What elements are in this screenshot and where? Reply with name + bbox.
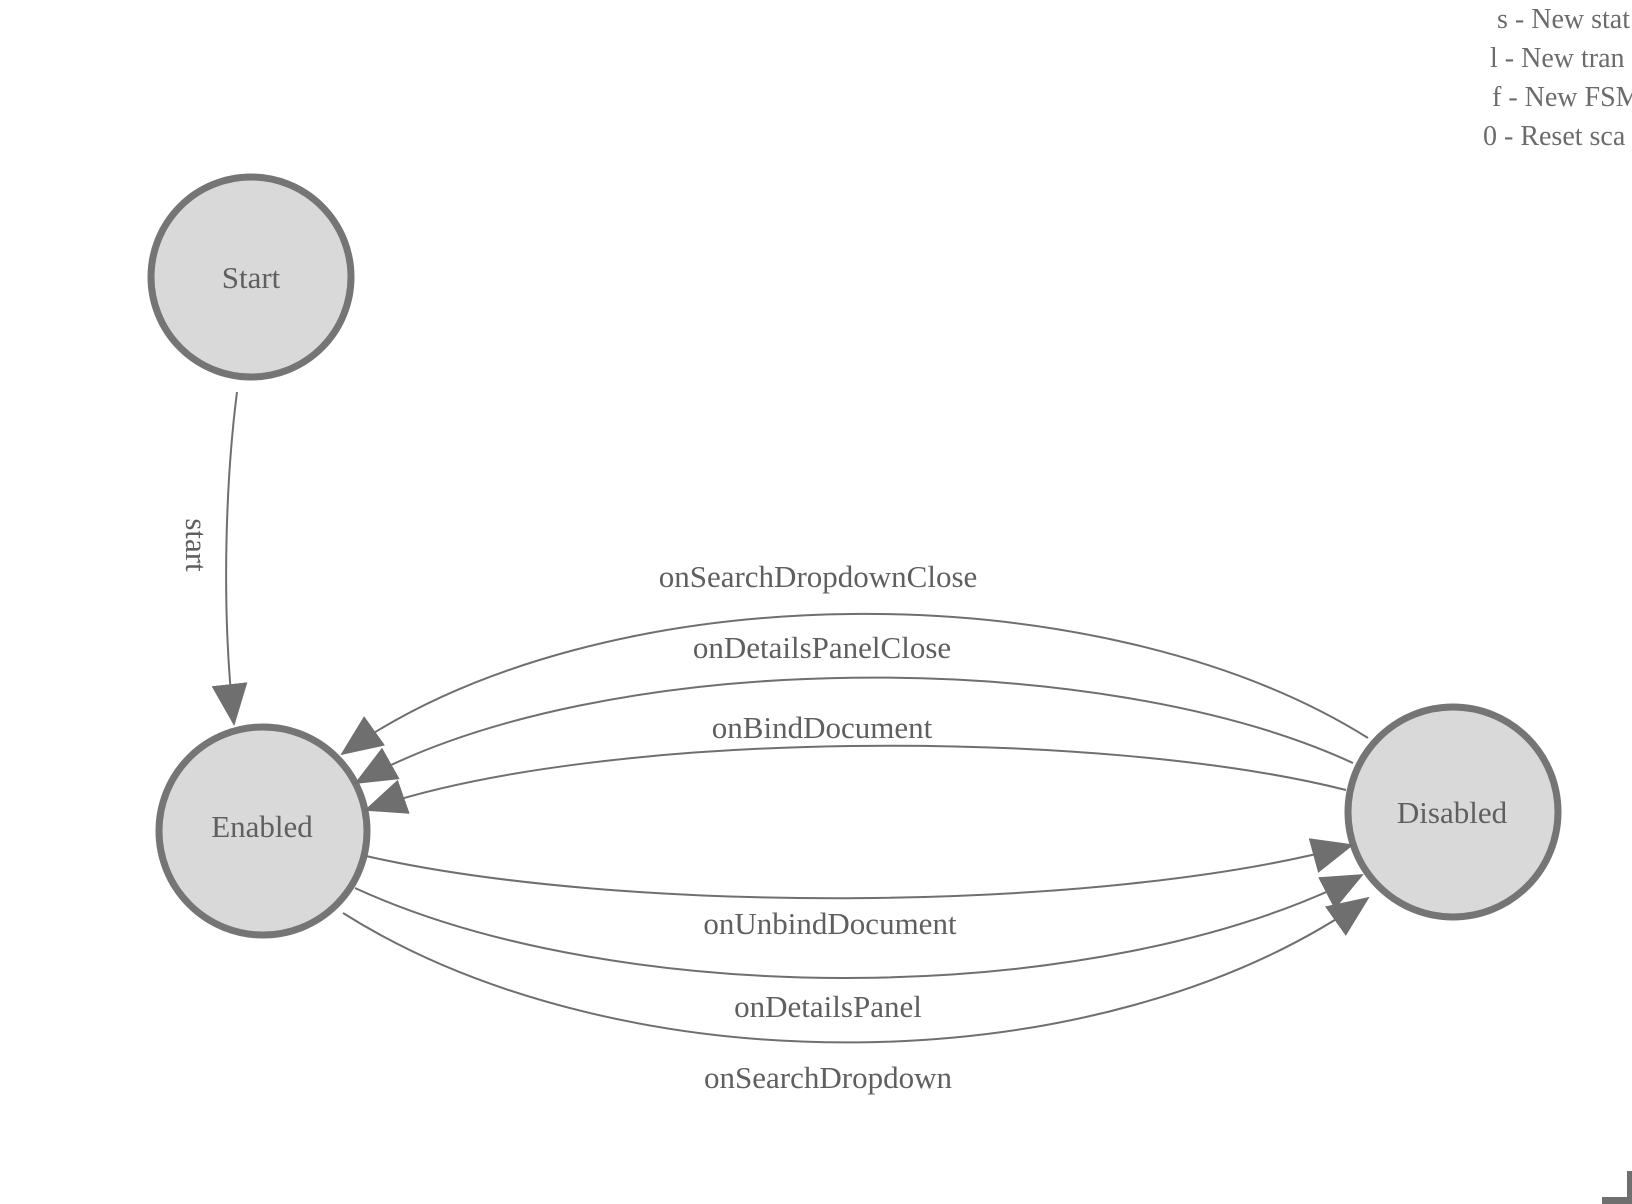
state-node-start[interactable]: [147, 173, 355, 381]
edge-on-bind-document-group: onBindDocument: [364, 710, 1347, 814]
state-label-disabled: Disabled: [1397, 795, 1508, 830]
state-node-disabled-group: Disabled: [1344, 703, 1562, 921]
state-label-enabled: Enabled: [211, 809, 313, 844]
edge-on-search-dropdown-group: onSearchDropdown: [342, 896, 1370, 1095]
edge-label-on-unbind-document: onUnbindDocument: [703, 906, 957, 941]
legend-line-new-transition: l - New tran: [1490, 43, 1625, 74]
edge-on-search-dropdown: [342, 896, 1370, 1044]
edge-on-search-dropdown-close-group: onSearchDropdownClose: [340, 559, 1369, 756]
state-node-start-group: Start: [147, 173, 355, 381]
legend-line-new-state: s - New stat: [1497, 4, 1630, 35]
canvas-corner-mark: [1602, 1171, 1632, 1204]
edge-start: [211, 391, 248, 726]
edge-on-unbind-document-group: onUnbindDocument: [365, 838, 1354, 941]
edge-on-details-panel-close-group: onDetailsPanelClose: [354, 630, 1354, 784]
canvas-corner-horizontal: [1602, 1197, 1632, 1204]
state-node-enabled[interactable]: [155, 723, 371, 939]
canvas-corner-vertical: [1627, 1171, 1632, 1204]
edge-on-details-panel: [354, 874, 1364, 979]
edge-on-details-panel-close: [354, 676, 1354, 784]
legend-line-reset: 0 - Reset sca: [1483, 121, 1626, 152]
edge-on-bind-document: [364, 744, 1347, 814]
edge-on-search-dropdown-close: [340, 613, 1369, 756]
legend: s - New stat l - New tran f - New FSM 0 …: [1483, 4, 1632, 152]
edge-start-group: start: [179, 391, 248, 726]
edge-on-unbind-document: [365, 838, 1354, 900]
edge-label-on-details-panel-close: onDetailsPanelClose: [693, 630, 951, 665]
edge-label-on-details-panel: onDetailsPanel: [734, 989, 922, 1024]
edge-label-on-search-dropdown-close: onSearchDropdownClose: [659, 559, 978, 594]
state-label-start: Start: [222, 260, 281, 295]
edge-label-on-bind-document: onBindDocument: [712, 710, 933, 745]
edge-label-on-search-dropdown: onSearchDropdown: [704, 1060, 952, 1095]
state-node-enabled-group: Enabled: [155, 723, 371, 939]
legend-line-new-fsm: f - New FSM: [1492, 82, 1632, 113]
state-node-disabled[interactable]: [1344, 703, 1562, 921]
edge-on-details-panel-group: onDetailsPanel: [354, 874, 1364, 1024]
edge-label-start: start: [179, 518, 214, 572]
